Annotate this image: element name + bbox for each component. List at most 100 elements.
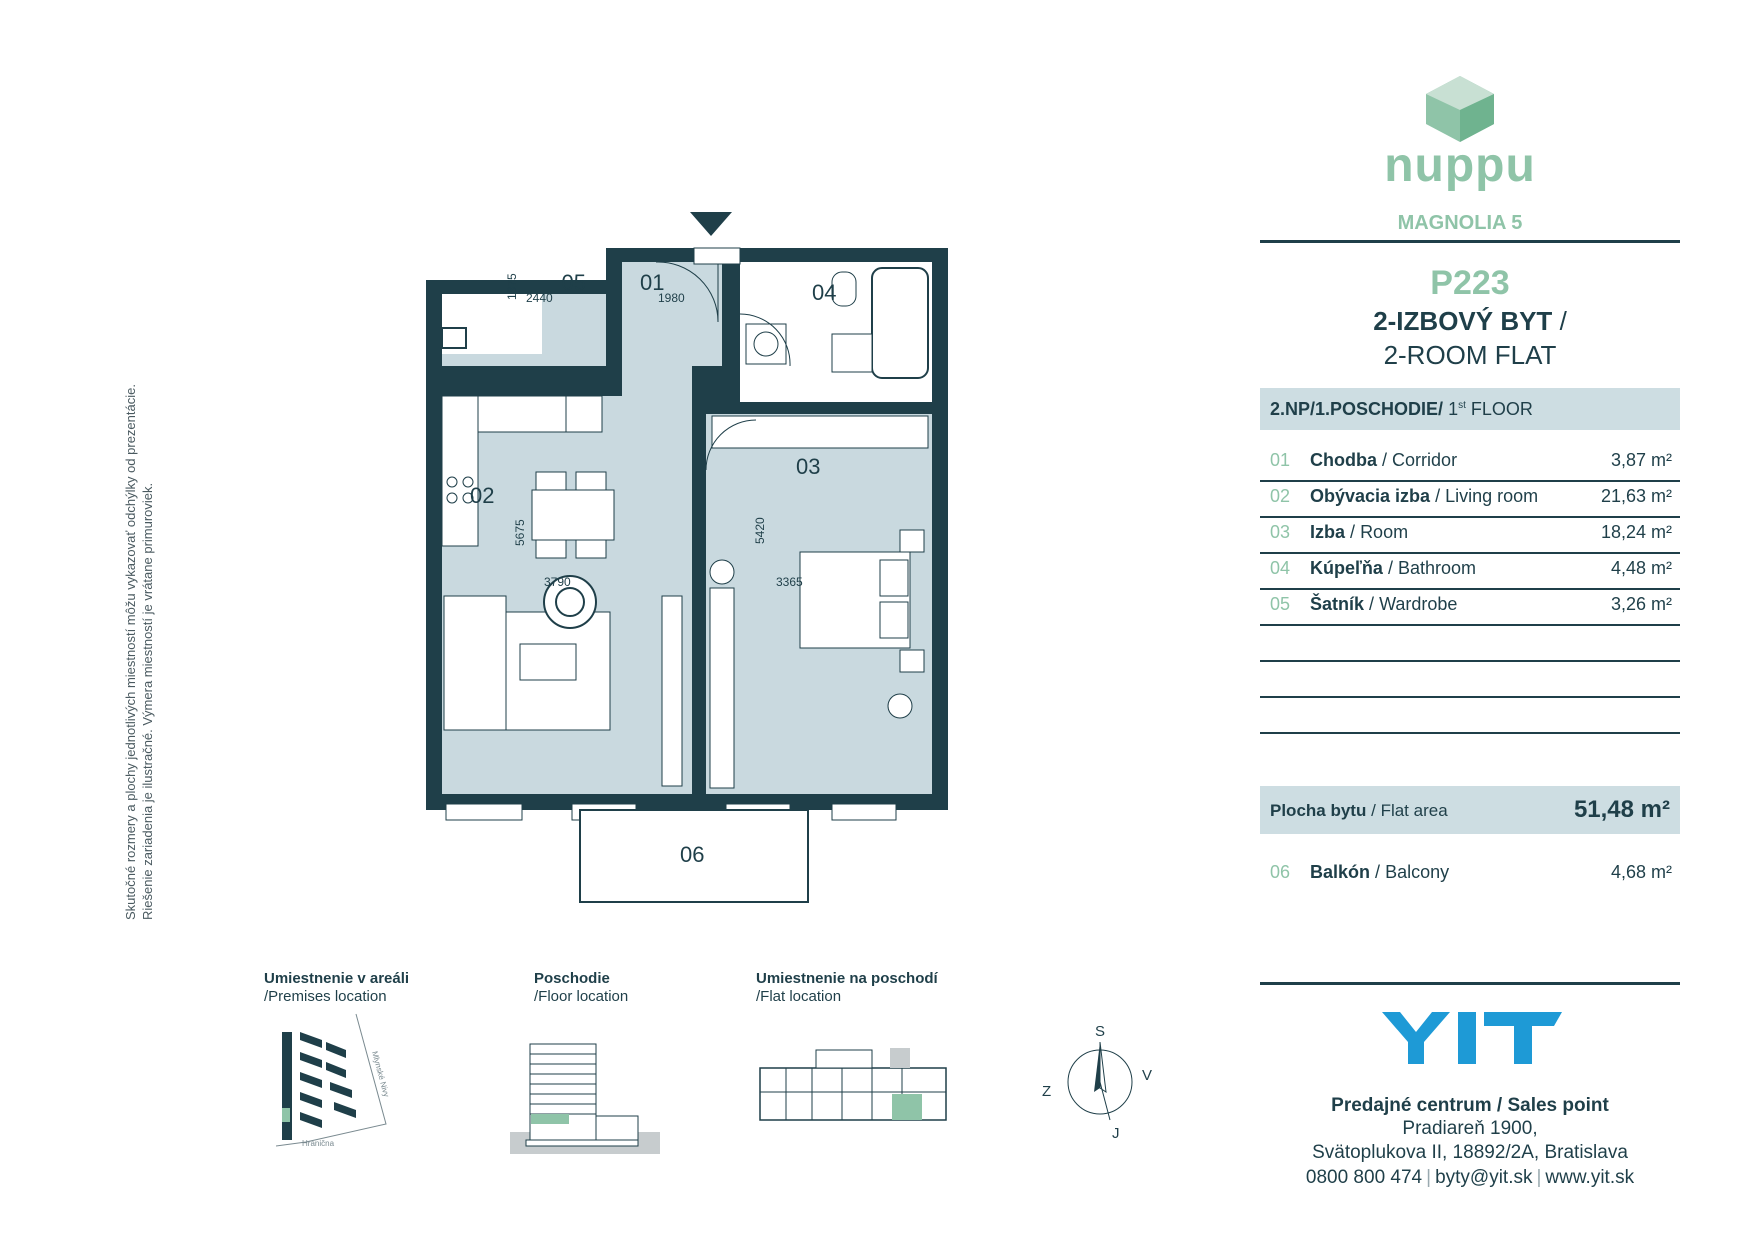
chair <box>575 471 607 491</box>
stairs <box>890 1048 910 1068</box>
nightstand <box>899 529 925 553</box>
dim-label: 5420 <box>753 517 767 544</box>
brand-name: nuppu <box>1384 139 1536 192</box>
separator: | <box>1536 1167 1542 1188</box>
building-block <box>282 1032 292 1140</box>
window <box>445 803 523 821</box>
chair <box>709 559 735 585</box>
dim-label: 1980 <box>658 291 685 305</box>
email-link[interactable]: byty@yit.sk <box>1435 1167 1533 1188</box>
sales-address-1: Pradiareň 1900, <box>1402 1118 1538 1139</box>
project-name: MAGNOLIA 5 <box>1397 212 1523 234</box>
bathtub <box>871 267 929 379</box>
row-divider <box>1260 588 1680 590</box>
sales-contact: 0800 800 474|byty@yit.sk|www.yit.sk <box>1260 1167 1680 1189</box>
room-row: 04 Kúpeľňa / Bathroom 4,48 m² <box>1260 552 1680 586</box>
room-number: 06 <box>1270 862 1291 882</box>
flat-area-value: 51,48 m² <box>1573 796 1670 823</box>
room-number: 02 <box>1270 486 1291 506</box>
sink <box>831 333 873 373</box>
floor-lines <box>530 1053 596 1115</box>
room-name-sk: Balkón <box>1310 862 1371 882</box>
compass: S V J Z <box>1042 1023 1152 1140</box>
flat-location-diagram <box>759 1048 947 1121</box>
room-area: 21,63 m² <box>1600 486 1672 506</box>
flat-area-label-en: Flat area <box>1380 801 1448 820</box>
room-number: 04 <box>1270 558 1291 578</box>
row-divider <box>1260 732 1680 734</box>
separator: / <box>1559 306 1567 336</box>
compass-needle-icon <box>1094 1042 1100 1092</box>
room-name: Chodba / Corridor <box>1310 450 1457 471</box>
compass-line <box>1099 1081 1111 1121</box>
kitchen-counter-top <box>477 395 567 433</box>
location-subtitle: /Floor location <box>534 988 629 1005</box>
web-link[interactable]: www.yit.sk <box>1545 1167 1635 1188</box>
armchair-seat <box>555 587 585 617</box>
separator: / <box>1382 450 1388 470</box>
floor-number: 1 <box>1448 399 1459 419</box>
room-number: 01 <box>1270 450 1291 470</box>
hob-icon <box>462 492 474 504</box>
separator: / <box>1371 801 1376 820</box>
room-area: 4,48 m² <box>1610 558 1672 578</box>
building-section <box>529 1043 597 1141</box>
separator: / <box>1375 862 1381 882</box>
unit-type-sk: 2-IZBOVÝ BYT / <box>1260 306 1680 337</box>
chair <box>535 539 567 559</box>
room-name-sk: Kúpeľňa <box>1310 558 1383 578</box>
room-number: 03 <box>1270 522 1291 542</box>
separator: | <box>1426 1167 1432 1188</box>
pillow <box>879 601 909 639</box>
unit-code: P223 <box>1430 264 1510 302</box>
highlighted-floor <box>531 1114 569 1124</box>
wall <box>692 366 706 810</box>
divider <box>1260 240 1680 243</box>
room-name-sk: Izba <box>1310 522 1346 542</box>
floor-plan: 05 01 04 02 03 06 1375 2440 1980 5675 37… <box>426 212 948 903</box>
yit-logo-icon <box>1382 1012 1562 1064</box>
room-row: 03 Izba / Room 18,24 m² <box>1260 516 1680 550</box>
kitchen-counter <box>441 395 479 547</box>
sales-address-2: Svätoplukova II, 18892/2A, Bratislava <box>1312 1142 1628 1163</box>
wall <box>606 262 622 366</box>
row-divider <box>1260 696 1680 698</box>
balconies <box>815 1049 873 1069</box>
entrance-gap <box>693 247 741 265</box>
location-title: Poschodie <box>534 970 610 987</box>
premises-map: Mlynské Nivy Hranična <box>276 1013 391 1148</box>
hob-icon <box>462 476 474 488</box>
bathroom-door <box>739 313 791 367</box>
separator: / <box>1350 522 1356 542</box>
floor-band: 2.NP/1.POSCHODIE/ 1st FLOOR <box>1260 388 1680 430</box>
pillow <box>879 559 909 597</box>
basement <box>525 1139 639 1147</box>
floor-label-sk: 2.NP/1.POSCHODIE/ <box>1270 399 1444 419</box>
unit-type-sk-text: 2-IZBOVÝ BYT <box>1373 306 1553 336</box>
room-name-en: Bathroom <box>1398 558 1477 578</box>
floor-suffix: st <box>1458 400 1466 411</box>
dim-label: 1375 <box>505 273 519 300</box>
street-label: Hranična <box>302 1139 335 1148</box>
row-divider <box>1260 552 1680 554</box>
balcony-row: 06 Balkón / Balcony 4,68 m² <box>1260 856 1680 890</box>
compass-needle-icon <box>1099 1041 1107 1094</box>
balcony <box>579 809 809 903</box>
toilet <box>831 271 857 307</box>
wall <box>442 366 622 380</box>
phone-link[interactable]: 0800 800 474 <box>1305 1167 1423 1188</box>
room-row: 02 Obývacia izba / Living room 21,63 m² <box>1260 480 1680 514</box>
wall <box>722 262 740 412</box>
room-label-03: 03 <box>796 454 820 479</box>
chair <box>535 471 567 491</box>
highlighted-flat <box>892 1094 922 1120</box>
hob-icon <box>446 476 458 488</box>
unit-partitions <box>760 1068 946 1120</box>
room-name: Šatník / Wardrobe <box>1310 594 1457 615</box>
dim-label: 3790 <box>544 575 571 589</box>
room-area: 18,24 m² <box>1600 522 1672 542</box>
entrance-arrow-icon <box>690 212 732 236</box>
room-name-en: Balcony <box>1385 862 1450 882</box>
wardrobe-closet <box>711 415 929 449</box>
hall-floor <box>622 360 692 400</box>
